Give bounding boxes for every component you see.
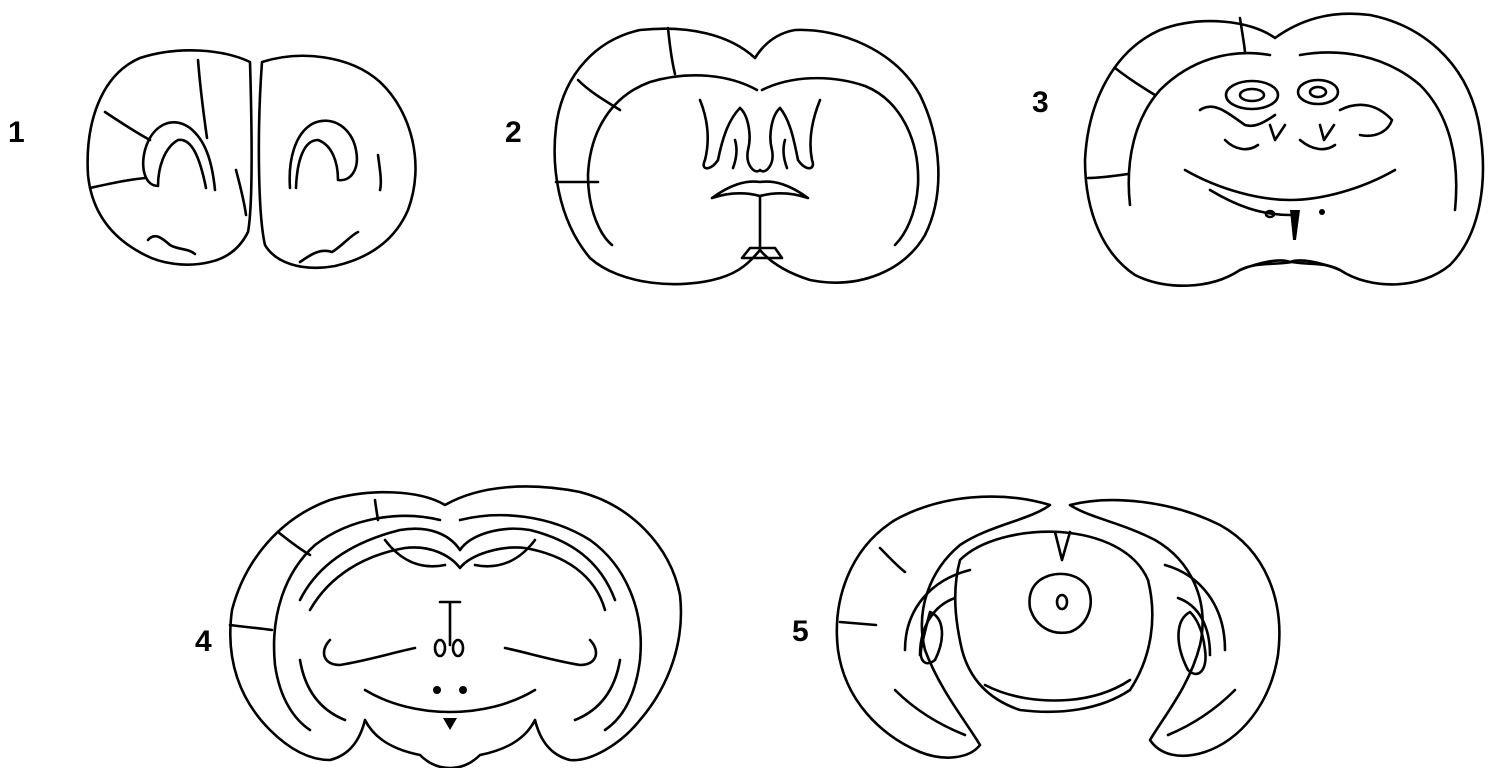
section-label-5: 5 xyxy=(792,617,809,647)
brain-section-2 xyxy=(550,20,950,295)
brain-section-1 xyxy=(80,45,430,285)
brain-section-5 xyxy=(825,490,1295,765)
brain-section-4 xyxy=(225,485,690,768)
section-label-2: 2 xyxy=(505,118,522,148)
brain-section-3 xyxy=(1080,5,1490,300)
section-label-1: 1 xyxy=(8,118,25,148)
section-label-3: 3 xyxy=(1032,88,1049,118)
section-label-4: 4 xyxy=(195,627,212,657)
